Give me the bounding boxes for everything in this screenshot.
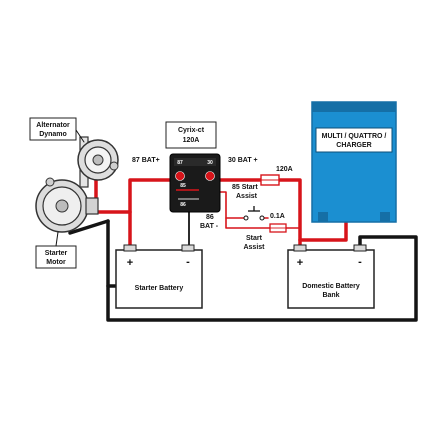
- domestic-battery-minus: -: [358, 256, 362, 268]
- label-30-bat-plus: 30 BAT +: [228, 157, 258, 164]
- pin-86-label: 86: [180, 202, 186, 208]
- alternator-icon: [77, 136, 119, 188]
- alternator-label-box: Alternator Dynamo: [29, 117, 77, 141]
- charger-label-line1: MULTI / QUATTRO /: [322, 133, 387, 140]
- alternator-label-line1: Alternator: [36, 122, 70, 129]
- engine-ground-wire: [68, 219, 110, 235]
- domestic-battery: + - Domestic Battery Bank: [287, 244, 375, 309]
- label-fuse-120a: 120A: [276, 166, 293, 173]
- cyrix-label-line2: 120A: [183, 137, 200, 144]
- label-86-line1: 86: [206, 214, 214, 221]
- label-start-assist-line2: Assist: [243, 244, 265, 251]
- pin-85-label: 85: [180, 183, 186, 189]
- label-86-line2: BAT -: [200, 223, 219, 230]
- cyrix-relay-icon: 87 30 85 86: [169, 153, 221, 213]
- label-85-start-assist-line2: Assist: [236, 193, 258, 200]
- starter-battery-label: Starter Battery: [135, 285, 184, 292]
- pin-30-label: 30: [207, 160, 213, 166]
- starter-motor-label-line1: Starter: [45, 250, 68, 257]
- label-fuse-0-1a: 0.1A: [270, 213, 285, 220]
- cyrix-label-box: Cyrix-ct 120A: [165, 121, 217, 149]
- domestic-battery-label-line2: Bank: [322, 292, 339, 299]
- starter-battery-plus: +: [127, 257, 133, 269]
- ground-bus-wire: [106, 219, 418, 322]
- alternator-positive-wire: [94, 173, 132, 252]
- starter-battery: + - Starter Battery: [115, 244, 203, 309]
- small-fuse-icon: [269, 223, 287, 233]
- alternator-label-pointer: [75, 129, 85, 143]
- label-87-bat-plus: 87 BAT+: [132, 157, 160, 164]
- small-fuse-feed-wire: [225, 217, 271, 229]
- charger-label-line2: CHARGER: [336, 142, 371, 149]
- fuse-icon: [260, 174, 280, 186]
- pin-87-label: 87: [177, 160, 183, 166]
- domestic-battery-plus: +: [297, 257, 303, 269]
- starter-motor-label-pointer: [55, 231, 59, 247]
- fuse-to-domestic-wire: [276, 178, 302, 252]
- label-85-start-assist-line1: 85 Start: [232, 184, 258, 191]
- label-start-assist-line1: Start: [246, 235, 263, 242]
- starter-motor-label-box: Starter Motor: [35, 245, 77, 269]
- positive-wires: [94, 173, 348, 252]
- charger-positive-wire: [298, 220, 348, 242]
- alternator-label-line2: Dynamo: [39, 131, 67, 138]
- starter-battery-minus: -: [186, 256, 190, 268]
- starter-motor-icon: [35, 177, 99, 233]
- charger-unit-icon: MULTI / QUATTRO / CHARGER: [311, 101, 397, 223]
- cyrix-label-line1: Cyrix-ct: [178, 127, 205, 134]
- starter-motor-label-line2: Motor: [46, 259, 66, 266]
- starter-to-cyrix-wire: [128, 178, 174, 214]
- switch-icon: [243, 206, 265, 221]
- domestic-battery-label-line1: Domestic Battery: [302, 283, 360, 290]
